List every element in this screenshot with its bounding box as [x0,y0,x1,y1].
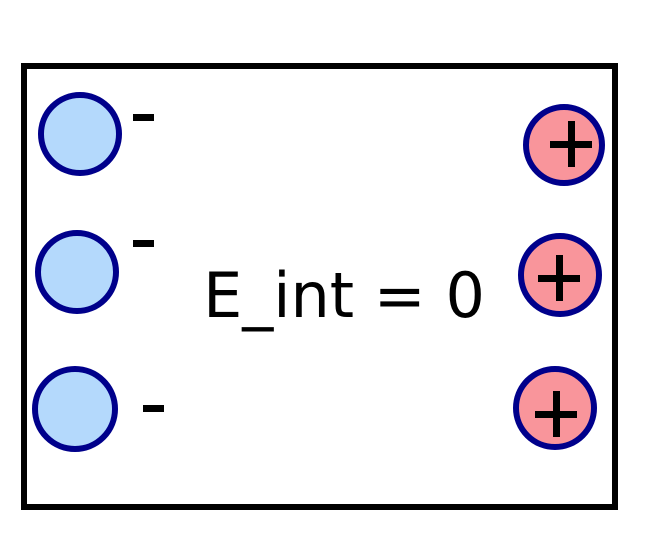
plus-vertical-bar [567,121,575,167]
minus-icon [132,113,154,121]
negative-charge-circle [38,92,122,176]
plus-vertical-bar [552,391,560,437]
plus-icon [538,255,580,301]
plus-icon [535,391,577,437]
minus-icon [142,404,164,412]
negative-charge-circle [32,366,118,452]
internal-field-label: E_int = 0 [203,259,485,332]
minus-icon [132,239,154,247]
plus-icon [550,121,592,167]
plus-vertical-bar [555,255,563,301]
negative-charge-circle [35,230,119,314]
